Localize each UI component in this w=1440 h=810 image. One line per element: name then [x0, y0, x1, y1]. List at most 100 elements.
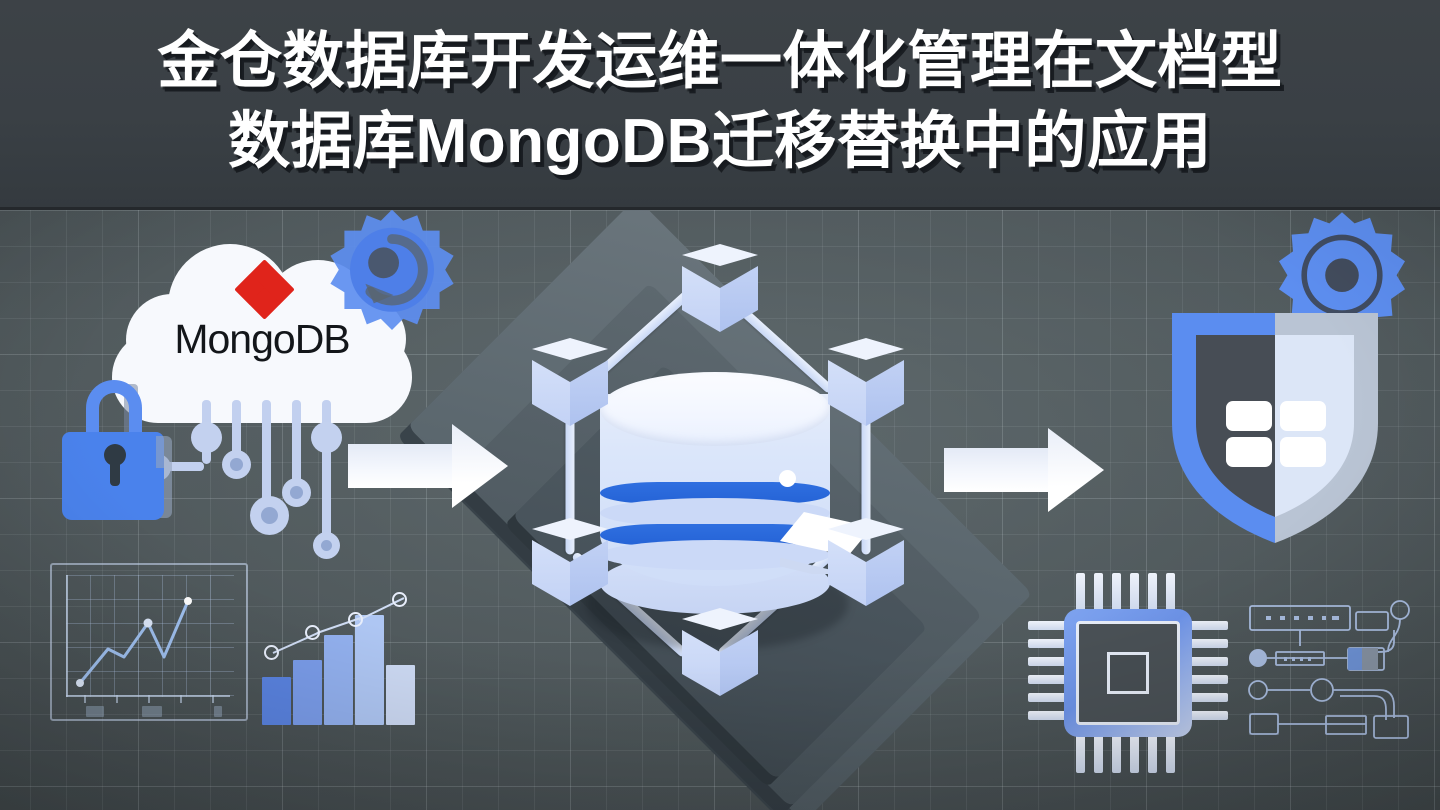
chart-tick-5 [212, 695, 214, 703]
gear-icon [1272, 208, 1412, 348]
cube-face-top [828, 338, 904, 360]
cpu-pin-left-5 [1028, 693, 1066, 702]
cpu-pin-right-4 [1190, 675, 1228, 684]
network-schematic-icon [1248, 598, 1428, 748]
padlock-icon [62, 380, 172, 520]
chart-xtick-label-1 [86, 706, 104, 717]
database-top [600, 372, 830, 446]
chart-gridlines [66, 575, 234, 697]
bar-5 [386, 665, 415, 725]
trend-marker-3 [348, 612, 363, 627]
padlock-shackle [86, 380, 142, 442]
circuit-node-c [250, 496, 289, 535]
chart-y-axis [66, 575, 68, 697]
cpu-pin-right-3 [1190, 657, 1228, 666]
chart-tick-4 [180, 695, 182, 703]
chart-tick-2 [116, 695, 118, 703]
cpu-pin-top-6 [1166, 573, 1175, 611]
database-band-2 [600, 524, 830, 546]
arrow-right-icon-right [944, 428, 1104, 512]
title-line-2: 数据库MongoDB迁移替换中的应用 [228, 107, 1212, 176]
circuit-node-b [222, 450, 251, 479]
circuit-node-d [282, 478, 311, 507]
database-band-1 [600, 482, 830, 504]
cpu-pin-bottom-1 [1076, 735, 1085, 773]
node-network [470, 244, 970, 730]
cube-node-upper-left [532, 338, 608, 426]
cpu-pin-bottom-2 [1094, 735, 1103, 773]
arrow-shaft [348, 444, 460, 488]
trend-marker-2 [305, 625, 320, 640]
cpu-pin-left-4 [1028, 675, 1066, 684]
chart-xtick-label-2 [142, 706, 162, 717]
cube-node-lower-right [828, 518, 904, 606]
chart-xtick-label-3 [214, 706, 222, 717]
bar-4 [355, 615, 384, 725]
arrow-head [452, 424, 508, 508]
cube-face-top [828, 518, 904, 540]
arrow-right-icon-left [348, 424, 508, 508]
cpu-pin-right-2 [1190, 639, 1228, 648]
circuit-wire-1 [202, 400, 211, 434]
bar-2 [293, 660, 322, 725]
bar-chart-with-trend [262, 592, 452, 725]
cpu-chip-icon [1028, 573, 1228, 773]
title-line-1: 金仓数据库开发运维一体化管理在文档型 [157, 27, 1283, 96]
database-indicator-dot [779, 470, 796, 487]
mongodb-wordmark: MongoDB [174, 316, 350, 362]
database-cylinder [586, 372, 848, 650]
circuit-wire-4 [292, 400, 301, 488]
cpu-pin-top-2 [1094, 573, 1103, 611]
circuit-wire-5 [322, 400, 331, 542]
shield-icon [1166, 305, 1384, 550]
cpu-pin-top-5 [1148, 573, 1157, 611]
cpu-pin-bottom-3 [1112, 735, 1121, 773]
cpu-pin-bottom-5 [1148, 735, 1157, 773]
kingbase-window-grid-icon [1226, 401, 1326, 467]
cpu-pin-left-2 [1028, 639, 1066, 648]
arrow-head [1048, 428, 1104, 512]
cpu-pin-right-5 [1190, 693, 1228, 702]
cube-node-bottom [682, 608, 758, 696]
cpu-pin-bottom-6 [1166, 735, 1175, 773]
arrow-shaft [944, 448, 1056, 492]
cpu-pin-top-1 [1076, 573, 1085, 611]
cpu-pin-left-3 [1028, 657, 1066, 666]
title-band: 金仓数据库开发运维一体化管理在文档型 数据库MongoDB迁移替换中的应用 [0, 0, 1440, 210]
trend-marker-1 [264, 645, 279, 660]
cpu-pin-bottom-4 [1130, 735, 1139, 773]
page-title: 金仓数据库开发运维一体化管理在文档型 数据库MongoDB迁移替换中的应用 [0, 22, 1440, 182]
database-ring-1 [600, 498, 830, 528]
cube-face-top [682, 244, 758, 266]
gear-refresh-icon [322, 204, 462, 344]
cube-face-top [532, 518, 608, 540]
cube-node-upper-right [828, 338, 904, 426]
circuit-wire-2 [232, 400, 241, 460]
cube-face-top [682, 608, 758, 630]
padlock-keyslot [110, 460, 120, 486]
circuit-node-e [311, 422, 342, 453]
chart-tick-1 [84, 695, 86, 703]
padlock-keyhole [104, 444, 126, 466]
chart-tick-3 [148, 695, 150, 703]
cube-node-top [682, 244, 758, 332]
cpu-pin-left-6 [1028, 711, 1066, 720]
cube-node-lower-left [532, 518, 608, 606]
bar-3 [324, 635, 353, 725]
mongodb-leaf-icon [234, 259, 295, 320]
cpu-substrate [1076, 621, 1180, 725]
circuit-node-a [191, 422, 222, 453]
chart-line-series [78, 599, 190, 685]
cpu-package [1064, 609, 1192, 737]
circuit-elbow-horizontal [156, 462, 204, 471]
trend-marker-4 [392, 592, 407, 607]
trend-line-chart [50, 563, 248, 721]
cpu-pin-top-4 [1130, 573, 1139, 611]
cpu-pin-right-6 [1190, 711, 1228, 720]
cpu-pin-left-1 [1028, 621, 1066, 630]
cpu-pin-top-3 [1112, 573, 1121, 611]
circuit-node-f [313, 532, 340, 559]
cpu-pin-right-1 [1190, 621, 1228, 630]
bar-1 [262, 677, 291, 725]
